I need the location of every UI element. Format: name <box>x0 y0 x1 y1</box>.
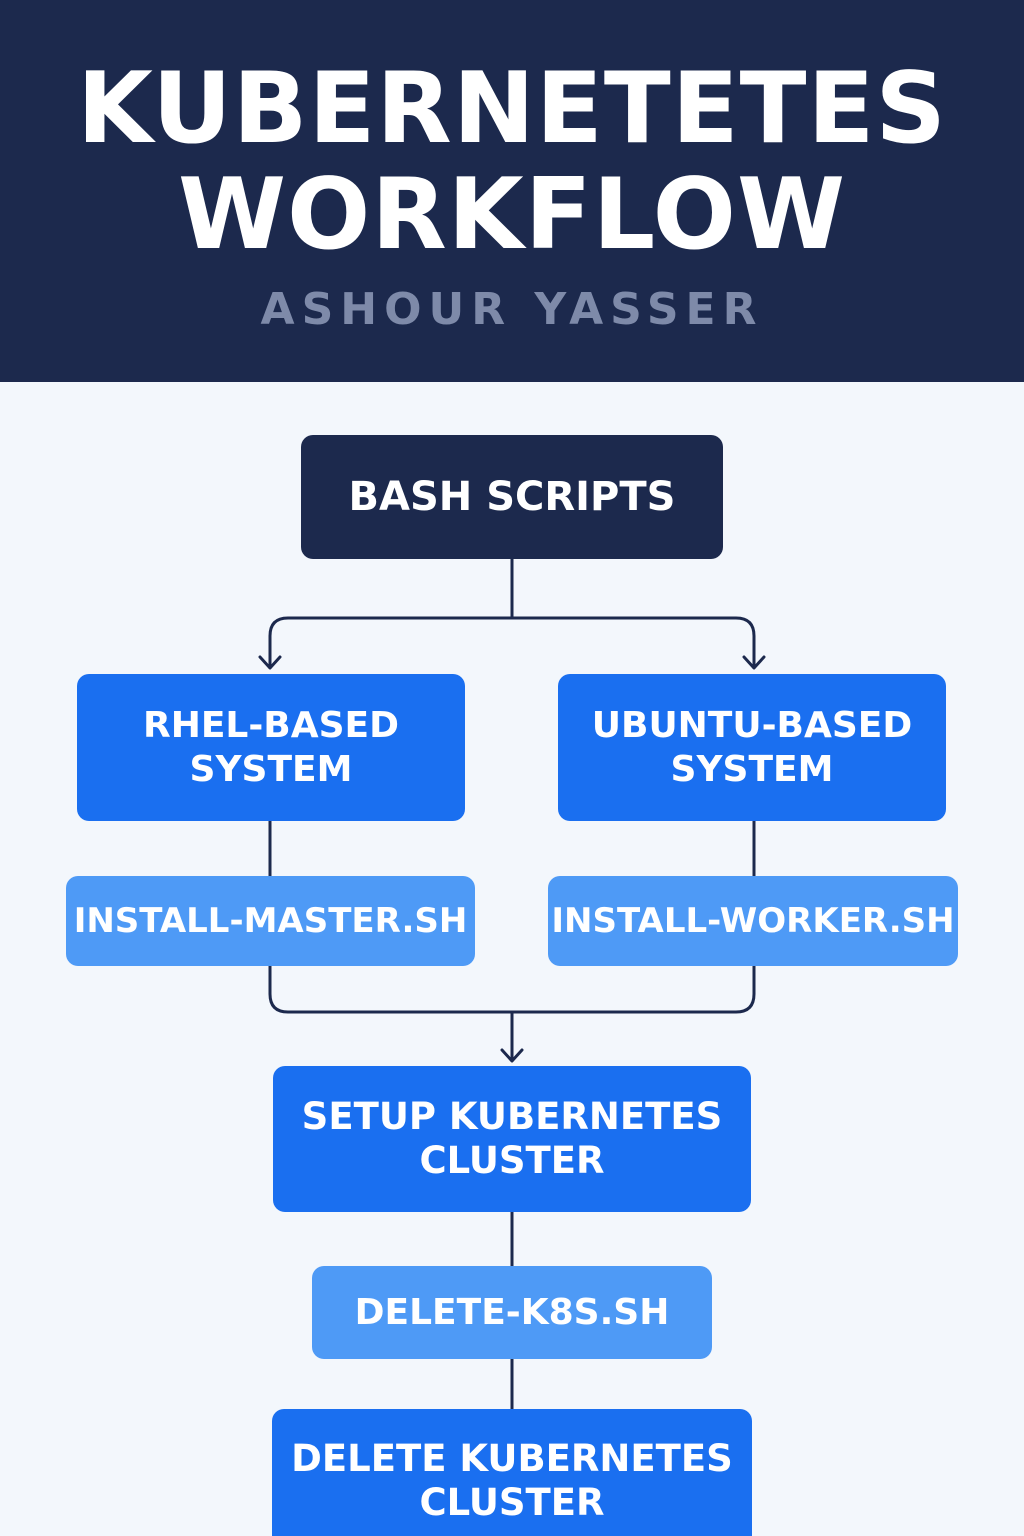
author-name: ASHOUR YASSER <box>260 284 764 335</box>
arrowhead-setup <box>500 1048 524 1063</box>
page-title-line-1: KUBERNETETES <box>76 52 948 166</box>
arrowhead-rhel <box>258 655 282 670</box>
node-setup-kubernetes-cluster: SETUP KUBERNETES CLUSTER <box>273 1066 751 1212</box>
node-install-master-script: INSTALL-MASTER.SH <box>66 876 475 966</box>
node-label: INSTALL-MASTER.SH <box>73 900 468 941</box>
arrowhead-ubuntu <box>742 655 766 670</box>
node-install-worker-script: INSTALL-WORKER.SH <box>548 876 958 966</box>
node-delete-k8s-script: DELETE-K8S.SH <box>312 1266 712 1359</box>
node-bash-scripts: BASH SCRIPTS <box>301 435 723 559</box>
node-label: INSTALL-WORKER.SH <box>551 900 955 941</box>
edge-bash-to-systems <box>268 557 756 668</box>
page-title-line-2: WORKFLOW <box>177 158 847 272</box>
header-banner: KUBERNETETES WORKFLOW ASHOUR YASSER <box>0 0 1024 382</box>
node-label: DELETE KUBERNETES CLUSTER <box>291 1437 733 1525</box>
node-label: DELETE-K8S.SH <box>354 1291 670 1333</box>
edge-installs-to-setup <box>268 964 756 1062</box>
node-label: BASH SCRIPTS <box>348 474 676 520</box>
node-label: SETUP KUBERNETES CLUSTER <box>301 1094 723 1182</box>
node-delete-kubernetes-cluster: DELETE KUBERNETES CLUSTER <box>272 1409 752 1536</box>
node-ubuntu-based-system: UBUNTU-BASED SYSTEM <box>558 674 946 821</box>
node-rhel-based-system: RHEL-BASED SYSTEM <box>77 674 465 821</box>
node-label: UBUNTU-BASED SYSTEM <box>591 705 913 790</box>
node-label: RHEL-BASED SYSTEM <box>142 705 400 790</box>
